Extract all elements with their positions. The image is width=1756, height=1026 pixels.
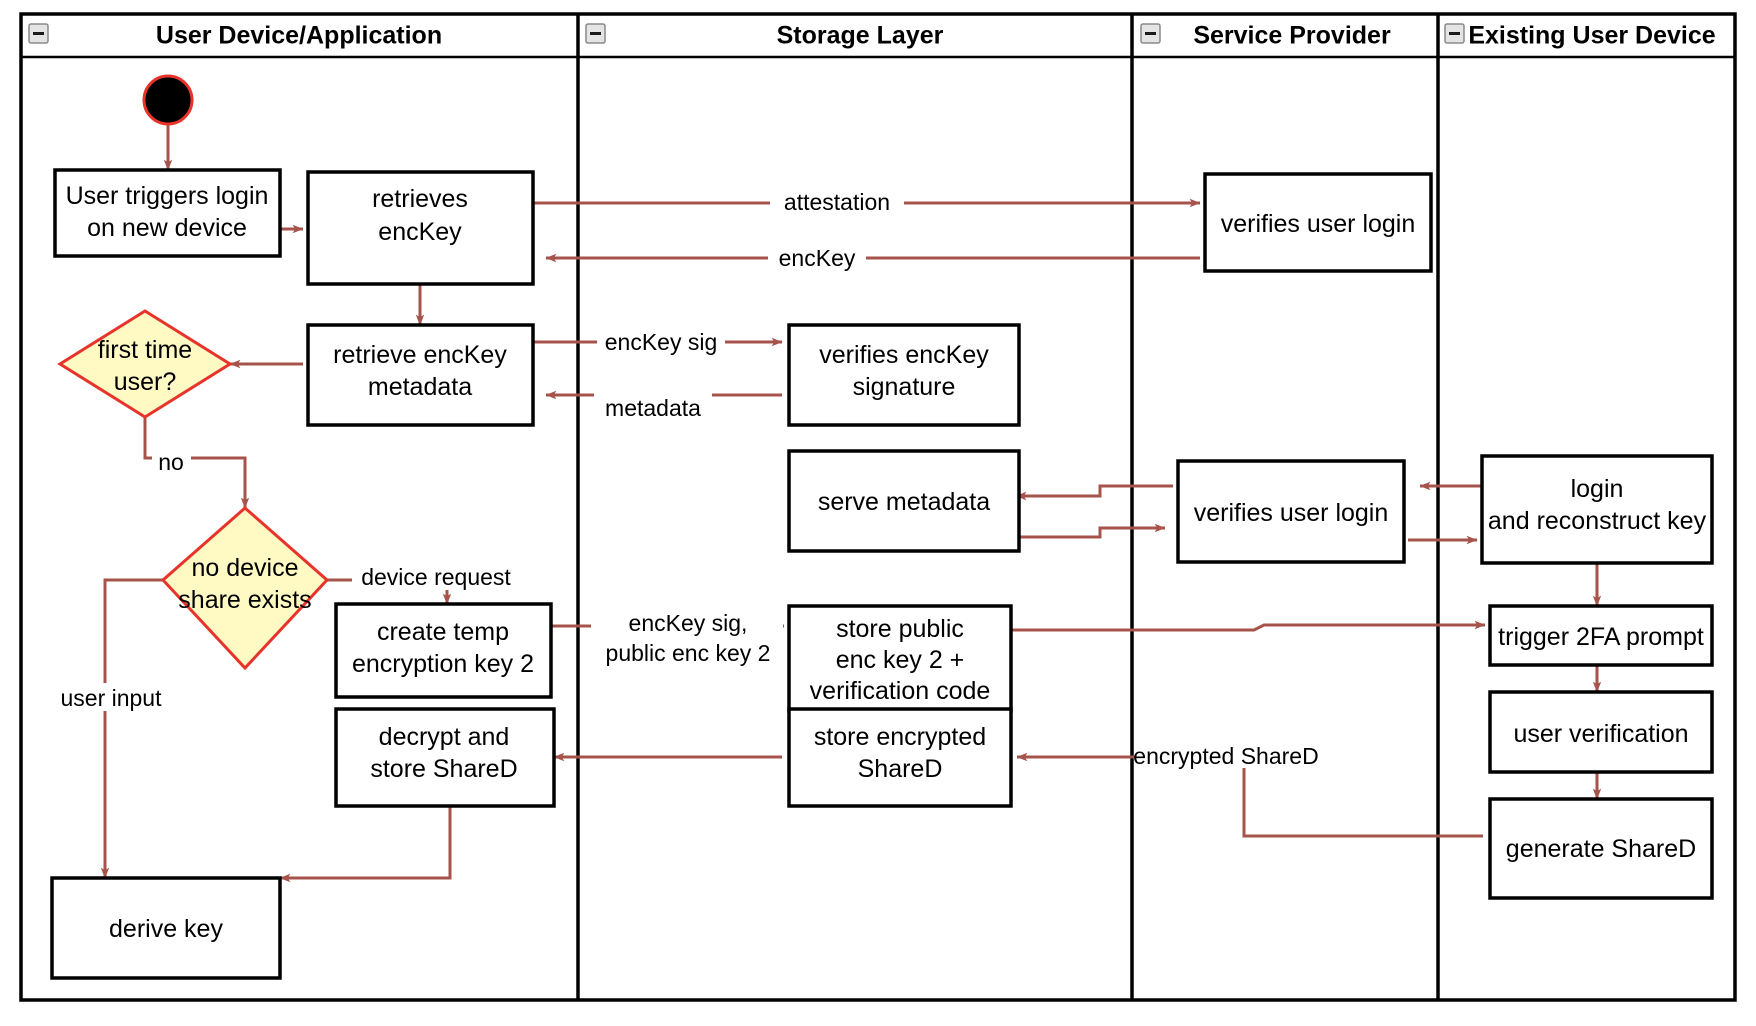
node-retrieves-enckey-line-2: encKey bbox=[378, 218, 462, 246]
node-verifies-user-login-mid-label: verifies user login bbox=[1194, 499, 1389, 527]
node-verifies-enckey-signature[interactable]: verifies encKey signature bbox=[787, 323, 1021, 427]
edge-label-metadata: metadata bbox=[594, 392, 712, 421]
node-first-time-user-decision[interactable]: first time user? bbox=[57, 309, 233, 419]
edge-decrypt-to-derive-key bbox=[279, 806, 452, 883]
lane-title-user-device: User Device/Application bbox=[156, 22, 442, 50]
node-login-reconstruct-line-1: login bbox=[1571, 475, 1624, 503]
node-verifies-user-login-top[interactable]: verifies user login bbox=[1203, 172, 1433, 273]
edge-no-branch bbox=[143, 413, 250, 509]
node-store-encrypted-shared[interactable]: store encrypted ShareD bbox=[787, 707, 1013, 808]
node-create-temp-encryption-key-2[interactable]: create temp encryption key 2 bbox=[334, 602, 553, 699]
svg-text:device request: device request bbox=[361, 564, 511, 590]
node-verifies-user-login-mid[interactable]: verifies user login bbox=[1176, 459, 1406, 564]
node-serve-metadata[interactable]: serve metadata bbox=[787, 449, 1021, 553]
node-store-enc-line-2: ShareD bbox=[858, 755, 943, 783]
svg-text:no: no bbox=[158, 449, 184, 475]
node-verifies-sig-line-2: signature bbox=[853, 373, 956, 401]
node-retrieves-enckey-line-1: retrieves bbox=[372, 185, 468, 213]
node-create-temp-line-1: create temp bbox=[377, 618, 509, 646]
node-user-triggers-login-line-2: on new device bbox=[87, 214, 247, 242]
edge-label-enckey-sig: encKey sig bbox=[597, 326, 725, 355]
edge-label-attestation: attestation bbox=[770, 186, 904, 215]
node-create-temp-line-2: encryption key 2 bbox=[352, 650, 534, 678]
node-retrieve-enckey-metadata-line-2: metadata bbox=[368, 373, 472, 401]
lane-title-service-provider: Service Provider bbox=[1193, 22, 1391, 50]
edge-serve-metadata-to-verify bbox=[1004, 523, 1166, 539]
node-store-public-line-2: enc key 2 + bbox=[836, 646, 965, 674]
lane-collapse-icon-existing-user-device[interactable] bbox=[1444, 23, 1465, 44]
node-login-reconstruct-line-2: and reconstruct key bbox=[1488, 507, 1707, 535]
node-verifies-user-login-top-label: verifies user login bbox=[1221, 210, 1416, 238]
edge-user-input bbox=[100, 578, 163, 879]
node-user-verification[interactable]: user verification bbox=[1488, 690, 1714, 774]
node-retrieves-enckey[interactable]: retrieves encKey bbox=[306, 170, 535, 286]
node-no-device-share-line-1: no device bbox=[191, 554, 298, 582]
node-no-device-share-exists-decision[interactable]: no device share exists bbox=[160, 506, 330, 671]
edge-encrypted-shared bbox=[1016, 752, 1483, 838]
svg-text:encKey sig,: encKey sig, bbox=[629, 610, 748, 636]
node-store-public-line-1: store public bbox=[836, 615, 964, 643]
svg-text:encKey sig: encKey sig bbox=[605, 329, 718, 355]
node-trigger-2fa-label: trigger 2FA prompt bbox=[1498, 623, 1704, 651]
edge-store-key-to-trigger-2fa bbox=[1006, 620, 1486, 632]
node-generate-shared[interactable]: generate ShareD bbox=[1488, 797, 1714, 900]
svg-text:encKey: encKey bbox=[779, 245, 856, 271]
node-first-time-user-line-2: user? bbox=[114, 368, 177, 396]
node-retrieve-enckey-metadata[interactable]: retrieve encKey metadata bbox=[306, 323, 535, 427]
node-user-triggers-login[interactable]: User triggers login on new device bbox=[53, 168, 282, 258]
node-first-time-user-line-1: first time bbox=[98, 336, 192, 364]
node-trigger-2fa-prompt[interactable]: trigger 2FA prompt bbox=[1488, 604, 1714, 667]
node-retrieve-enckey-metadata-line-1: retrieve encKey bbox=[333, 341, 507, 369]
node-no-device-share-line-2: share exists bbox=[178, 586, 311, 614]
node-login-and-reconstruct-key[interactable]: login and reconstruct key bbox=[1480, 454, 1714, 565]
node-serve-metadata-label: serve metadata bbox=[818, 488, 990, 516]
node-derive-key[interactable]: derive key bbox=[50, 876, 282, 980]
edge-label-enckey: encKey bbox=[768, 242, 866, 271]
lane-title-storage-layer: Storage Layer bbox=[777, 22, 944, 50]
initial-node bbox=[142, 74, 194, 126]
edge-label-enckey-sig-public-enc-key-2: encKey sig, public enc key 2 bbox=[591, 608, 783, 666]
svg-text:metadata: metadata bbox=[605, 395, 701, 421]
svg-text:public enc key 2: public enc key 2 bbox=[606, 640, 771, 666]
node-store-public-enc-key-2[interactable]: store public enc key 2 + verification co… bbox=[787, 604, 1013, 713]
node-decrypt-and-store-shared[interactable]: decrypt and store ShareD bbox=[334, 707, 556, 808]
lane-collapse-icon-service-provider[interactable] bbox=[1140, 23, 1161, 44]
edge-label-encrypted-shared: encrypted ShareD bbox=[1133, 740, 1319, 769]
node-decrypt-line-2: store ShareD bbox=[370, 755, 517, 783]
svg-text:attestation: attestation bbox=[784, 189, 890, 215]
svg-text:encrypted ShareD: encrypted ShareD bbox=[1133, 743, 1318, 769]
edge-label-device-request: device request bbox=[352, 562, 520, 590]
node-store-public-line-3: verification code bbox=[810, 677, 991, 705]
edge-verify-to-serve-metadata bbox=[1015, 484, 1173, 501]
diagram-frame bbox=[19, 12, 1737, 1002]
edge-label-user-input: user input bbox=[53, 683, 177, 711]
node-generate-shared-label: generate ShareD bbox=[1506, 835, 1696, 863]
lane-collapse-icon-user-device[interactable] bbox=[28, 23, 49, 44]
node-store-enc-line-1: store encrypted bbox=[814, 723, 986, 751]
lane-title-existing-user-device: Existing User Device bbox=[1468, 22, 1715, 50]
edge-label-no: no bbox=[152, 448, 191, 475]
lane-collapse-icon-storage-layer[interactable] bbox=[585, 23, 606, 44]
node-user-verification-label: user verification bbox=[1513, 720, 1688, 748]
node-user-triggers-login-line-1: User triggers login bbox=[66, 182, 269, 210]
svg-text:user input: user input bbox=[60, 685, 162, 711]
node-derive-key-label: derive key bbox=[109, 915, 223, 943]
node-verifies-sig-line-1: verifies encKey bbox=[819, 341, 989, 369]
node-decrypt-line-1: decrypt and bbox=[379, 723, 510, 751]
